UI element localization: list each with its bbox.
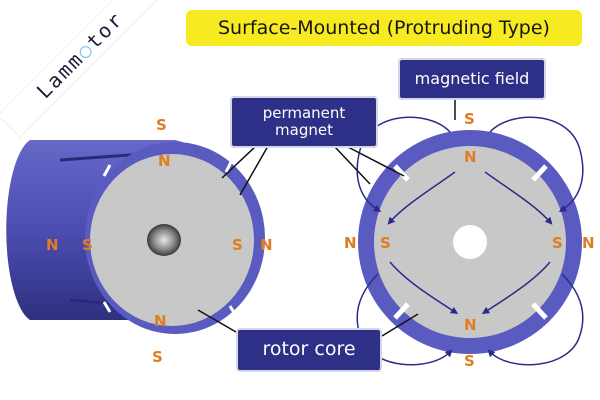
pole-label: N: [158, 152, 171, 170]
right-rotor-magnet-gap: [393, 302, 410, 320]
permanent-magnet-label: permanent magnet: [230, 96, 378, 148]
right-rotor: [356, 116, 584, 366]
pole-label: S: [232, 236, 243, 254]
field-line: [489, 116, 584, 212]
leader-line: [239, 145, 269, 196]
left-rotor-face-gap: [228, 305, 238, 317]
pole-label: N: [582, 234, 595, 252]
pole-label: S: [552, 234, 563, 252]
field-line: [389, 261, 459, 315]
pole-label: S: [464, 352, 475, 370]
left-rotor: [6, 140, 265, 334]
rotor-core-label: rotor core: [236, 328, 382, 372]
pole-label: N: [464, 316, 477, 334]
pole-label: N: [154, 312, 167, 330]
left-rotor-shaft-hole: [147, 224, 181, 256]
left-rotor-face-gap: [102, 301, 112, 313]
right-rotor-magnet-gap: [531, 164, 548, 182]
field-line: [487, 273, 584, 366]
leader-line: [345, 145, 405, 177]
pole-label: N: [464, 148, 477, 166]
left-rotor-pole-labels: S N N S S N N S: [46, 116, 273, 366]
field-line: [387, 171, 456, 225]
field-line: [484, 171, 553, 225]
field-line: [481, 261, 551, 315]
left-rotor-face-gap: [224, 159, 234, 173]
left-rotor-face-gap: [102, 164, 112, 177]
right-rotor-pole-labels: S N N S S N N S: [344, 110, 595, 370]
right-rotor-shaft-hole: [453, 225, 487, 259]
diagram-title: Surface-Mounted (Protruding Type): [186, 10, 582, 46]
right-rotor-magnet-gap: [393, 164, 410, 182]
leader-line: [197, 309, 237, 333]
pole-label: N: [260, 236, 273, 254]
magnetic-field-label: magnetic field: [398, 58, 546, 100]
leader-line: [221, 145, 257, 179]
pole-label: S: [464, 110, 475, 128]
pole-label: S: [152, 348, 163, 366]
pole-label: S: [380, 234, 391, 252]
pole-label: N: [344, 234, 357, 252]
pole-label: S: [156, 116, 167, 134]
pole-label: S: [82, 236, 93, 254]
right-rotor-magnet-gap: [531, 302, 548, 320]
leader-line: [333, 145, 371, 185]
pole-label: N: [46, 236, 59, 254]
leader-line: [381, 313, 419, 337]
